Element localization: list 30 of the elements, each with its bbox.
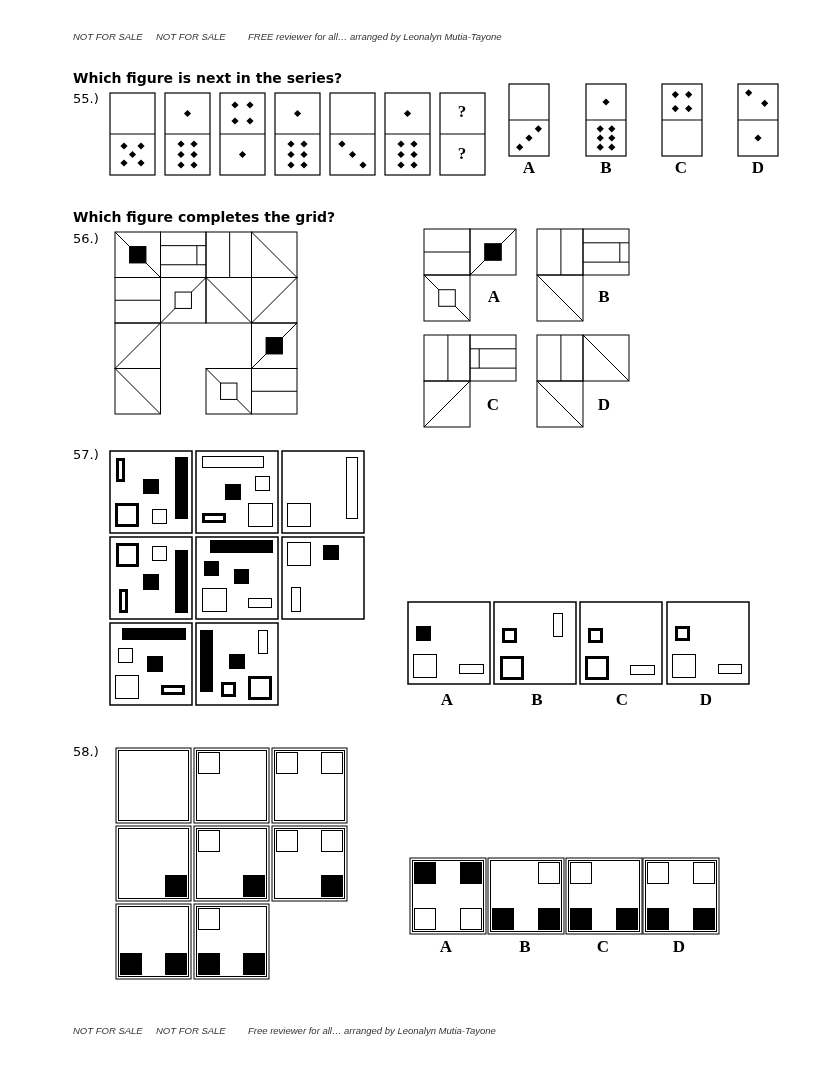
option-letter: B	[519, 938, 531, 956]
header-note: NOT FOR SALE	[73, 31, 143, 42]
option-letter: C	[486, 396, 500, 414]
option-letter: B	[600, 159, 612, 177]
footer-note: NOT FOR SALE	[73, 1025, 143, 1036]
question-heading: Which figure is next in the series?	[73, 70, 343, 86]
question-number: 57.)	[73, 447, 99, 462]
question-number: 58.)	[73, 744, 99, 759]
option-letter: D	[597, 396, 611, 414]
header-note: FREE reviewer for all… arranged by Leonalyn Mutia-Tayone	[248, 31, 502, 42]
option-letter: C	[596, 938, 610, 956]
option-letter: D	[672, 938, 686, 956]
question-number: 55.)	[73, 91, 99, 106]
option-letter: D	[699, 691, 713, 709]
option-letter: C	[615, 691, 629, 709]
option-letter: A	[522, 159, 536, 177]
footer-note: Free reviewer for all… arranged by Leonalyn Mutia-Tayone	[248, 1025, 496, 1036]
option-letter: B	[531, 691, 543, 709]
question-mark: ?	[457, 103, 467, 121]
question-mark: ?	[457, 145, 467, 163]
option-letter: A	[487, 288, 501, 306]
question-heading: Which figure completes the grid?	[73, 209, 336, 225]
question-number: 56.)	[73, 231, 99, 246]
option-letter: A	[440, 691, 454, 709]
option-letter: D	[751, 159, 765, 177]
header-note: NOT FOR SALE	[156, 31, 226, 42]
option-letter: A	[439, 938, 453, 956]
option-letter: C	[674, 159, 688, 177]
footer-note: NOT FOR SALE	[156, 1025, 226, 1036]
option-letter: B	[598, 288, 610, 306]
